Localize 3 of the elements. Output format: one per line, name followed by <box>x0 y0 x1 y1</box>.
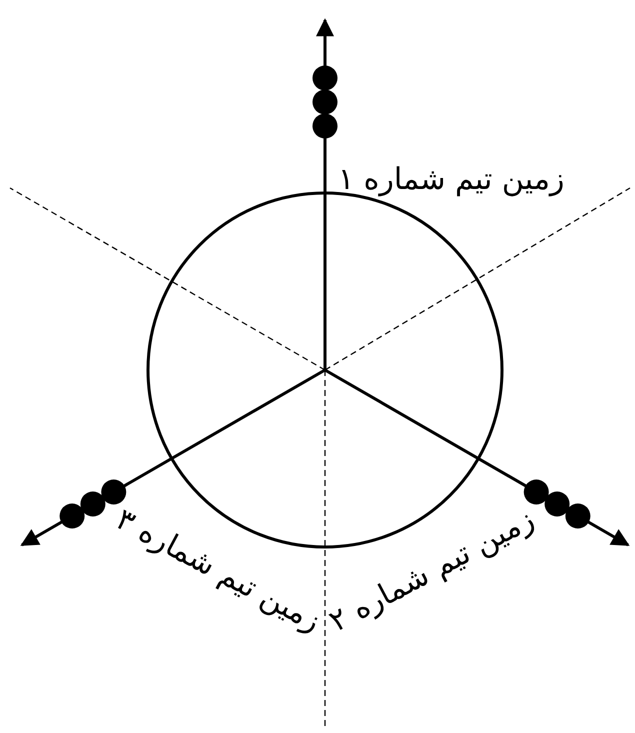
field-label: زمین تیم شماره ۱ <box>338 162 564 198</box>
field-label: زمین تیم شماره ۲ <box>324 502 540 640</box>
field-label: زمین تیم شماره ۳ <box>110 502 326 640</box>
